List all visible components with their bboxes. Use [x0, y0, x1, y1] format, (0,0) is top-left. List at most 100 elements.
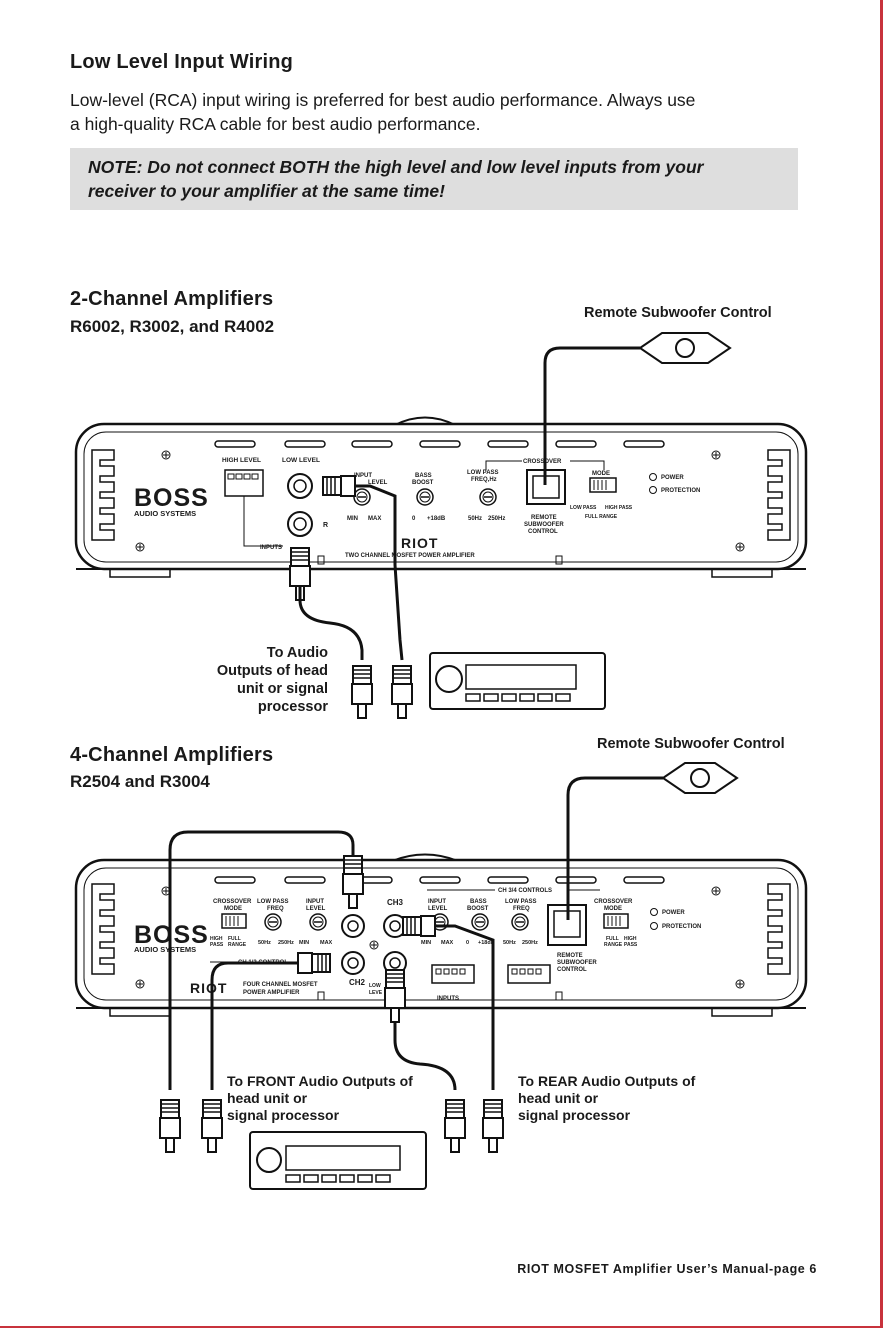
label-inputs: INPUTS: [437, 996, 459, 1002]
label-0db: 0: [412, 516, 416, 522]
label-min: MIN: [347, 516, 358, 522]
power-led: [650, 908, 658, 916]
label-full: FULL: [606, 936, 619, 942]
rca-cable-front-r: [210, 961, 298, 1090]
boss-logo: BOSS: [134, 484, 209, 512]
label-power: POWER: [662, 910, 685, 916]
label-r: R: [323, 522, 328, 529]
label-range: RANGE: [228, 942, 247, 948]
section-title: Low Level Input Wiring: [70, 51, 294, 73]
label-boost: BOOST: [412, 480, 434, 486]
amp-top-ridge: [394, 416, 456, 426]
dest-line: To REAR Audio Outputs of: [518, 1073, 696, 1089]
intro-line-2: a high-quality RCA cable for best audio …: [70, 114, 481, 134]
label-control: CONTROL: [557, 967, 587, 973]
riot-logo: RIOT: [401, 535, 438, 551]
label-bass: BASS: [415, 473, 432, 479]
protection-led: [649, 486, 657, 494]
page-border-bottom: [0, 1326, 883, 1328]
two-channel-models: R6002, R3002, and R4002: [70, 317, 275, 336]
power-led: [649, 473, 657, 481]
label-full: FULL RANGE: [585, 514, 618, 520]
dest-line: processor: [257, 699, 328, 715]
dest-line: To FRONT Audio Outputs of: [227, 1073, 413, 1089]
riot-logo: RIOT: [190, 980, 227, 996]
four-channel-models: R2504 and R3004: [70, 772, 210, 791]
rca-cable-rear-l: [435, 924, 495, 1090]
label-boost: BOOST: [467, 906, 489, 912]
label-mode: MODE: [592, 471, 610, 477]
label-max: MAX: [320, 940, 333, 946]
label-inputs: INPUTS: [260, 545, 282, 551]
dest-line: head unit or: [227, 1090, 308, 1106]
page-border-right: [880, 0, 883, 1328]
label-crossover: CROSSOVER: [594, 899, 633, 905]
label-power: POWER: [661, 475, 684, 481]
two-channel-amplifier: BOSS AUDIO SYSTEMS HIGH LEVEL INPUTS LOW…: [74, 416, 808, 578]
low-pass-knob: [479, 488, 497, 506]
label-protection: PROTECTION: [662, 924, 701, 930]
dest-line: head unit or: [518, 1090, 599, 1106]
label-input: INPUT: [306, 899, 324, 905]
label-50hz: 50Hz: [468, 516, 482, 522]
label-input: INPUT: [428, 899, 446, 905]
label-50hz: 50Hz: [503, 940, 516, 946]
label-18db: +18dB: [478, 940, 495, 946]
label-low-level: LOW LEVEL: [282, 457, 320, 464]
label-ch34: CH 3/4 CONTROLS: [498, 888, 552, 894]
label-control: CONTROL: [528, 529, 558, 535]
model-desc-2: POWER AMPLIFIER: [243, 990, 300, 996]
label-level: LEVEL: [306, 906, 326, 912]
label-250hz: 250Hz: [488, 516, 505, 522]
label-high: HIGH: [210, 936, 223, 942]
four-channel-remote-label: Remote Subwoofer Control: [597, 736, 785, 752]
protection-led: [650, 922, 658, 930]
label-mode: MODE: [604, 906, 622, 912]
label-freq: FREQ: [513, 906, 530, 912]
label-ch2: CH2: [349, 978, 366, 987]
note-line-2: receiver to your amplifier at the same t…: [88, 181, 445, 201]
label-min: MIN: [421, 940, 431, 946]
label-high-level: HIGH LEVEL: [222, 457, 261, 464]
rca-cable-rear-r: [393, 1022, 457, 1091]
label-crossover: CROSSOVER: [523, 459, 562, 465]
label-freq: FREQ,Hz: [471, 477, 497, 483]
label-level: LEVEL: [428, 906, 448, 912]
label-50hz: 50Hz: [258, 940, 271, 946]
label-remote: REMOTE: [557, 953, 583, 959]
label-low-pass: LOW PASS: [505, 899, 537, 905]
label-low-pass: LOW PASS: [467, 470, 499, 476]
label-18db: +18dB: [427, 516, 446, 522]
model-desc-1: FOUR CHANNEL MOSFET: [243, 982, 318, 988]
label-min: MIN: [299, 940, 309, 946]
label-bass: BASS: [470, 899, 487, 905]
label-pass: PASS: [210, 942, 224, 948]
bass-boost-knob: [416, 488, 434, 506]
logo-sub: AUDIO SYSTEMS: [134, 509, 196, 518]
label-mode: MODE: [224, 906, 242, 912]
label-250hz: 250Hz: [522, 940, 538, 946]
mode-switch[interactable]: [589, 477, 617, 493]
label-low-pass: LOW PASS: [257, 899, 289, 905]
label-full: FULL: [228, 936, 241, 942]
logo-sub: AUDIO SYSTEMS: [134, 945, 196, 954]
rca-cable-r: [298, 586, 364, 660]
label-input: INPUT: [354, 473, 372, 479]
rca-cable-l: [355, 484, 404, 661]
two-channel-destination: To Audio Outputs of head unit or signal …: [170, 644, 328, 716]
note-box: NOTE: Do not connect BOTH the high level…: [70, 148, 798, 210]
label-subwoofer: SUBWOOFER: [524, 522, 564, 528]
label-low: LOW: [369, 983, 381, 989]
remote-cable-2ch: [543, 346, 640, 485]
page-footer: RIOT MOSFET Amplifier User’s Manual-page…: [517, 1262, 817, 1276]
label-crossover: CROSSOVER: [213, 899, 252, 905]
label-protection: PROTECTION: [661, 488, 700, 494]
dest-line: signal processor: [518, 1107, 631, 1123]
label-lp: LOW PASS: [570, 505, 597, 511]
two-channel-title: 2-Channel Amplifiers: [70, 288, 274, 310]
intro-line-1: Low-level (RCA) input wiring is preferre…: [70, 90, 696, 110]
rear-destination: To REAR Audio Outputs of head unit or si…: [518, 1073, 695, 1124]
two-channel-remote-label: Remote Subwoofer Control: [584, 305, 772, 321]
note-line-1: NOTE: Do not connect BOTH the high level…: [88, 157, 704, 177]
front-destination: To FRONT Audio Outputs of head unit or s…: [227, 1073, 413, 1124]
